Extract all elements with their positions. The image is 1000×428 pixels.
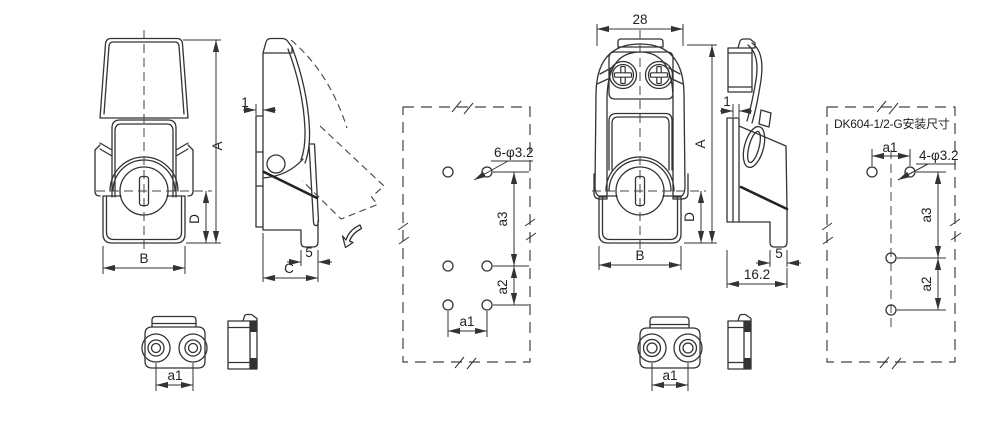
hole-callout: 4-φ3.2 (919, 148, 959, 163)
keeper1-views: a1 (141, 313, 258, 391)
mounting-hole (885, 304, 897, 316)
dim-label-foot: 5 (305, 245, 313, 260)
dim-label-plate: 1 (723, 94, 731, 109)
mounting-hole (442, 299, 454, 311)
keeper2-outline (639, 316, 701, 369)
dim-label-d: D (682, 212, 697, 222)
pivot-hole (266, 154, 286, 174)
dim-label-a1: a1 (882, 140, 897, 155)
mounting-pattern-1: 6-φ3.2 a3 a2 a1 (397, 100, 537, 370)
keeper-boss (637, 333, 667, 363)
phillips-screw-icon (608, 60, 638, 90)
keeper-boss-ring (642, 338, 662, 358)
dim-label-a: A (210, 141, 225, 150)
keeper-hole (187, 342, 199, 354)
dim-label-a3: a3 (919, 207, 934, 222)
keeper-boss (673, 333, 703, 363)
dim-label-a1: a1 (459, 314, 474, 329)
mounting-pattern-2: DK604-1/2-G安装尺寸 a1 4-φ3.2 a3 a2 (821, 100, 962, 370)
extension-lines (102, 39, 221, 274)
mounting-hole (866, 166, 878, 178)
latch1-side-view: 1 5 C (241, 37, 385, 282)
break-marks (397, 100, 537, 370)
pattern-title: DK604-1/2-G安装尺寸 (834, 116, 950, 131)
keeper1-side-flange (250, 321, 257, 332)
keeper-hole (646, 342, 658, 354)
dim-label-b: B (139, 251, 148, 266)
dim-label-b: B (635, 248, 644, 263)
break-marks (821, 100, 962, 370)
open-position-phantom (290, 39, 385, 220)
callout-leader (473, 160, 509, 181)
dim-label-d: D (187, 214, 202, 224)
keeper-hole (682, 342, 694, 354)
keeper2-side-flange (744, 358, 751, 369)
dim-label-c: C (284, 261, 294, 276)
mounting-hole (885, 252, 897, 264)
hole-callout: 6-φ3.2 (494, 145, 534, 160)
dim-label-a1: a1 (167, 368, 182, 383)
centerlines (96, 30, 212, 253)
callout-leader (897, 163, 929, 181)
rotation-arrow-icon (341, 224, 363, 249)
keeper2-side-flange (744, 321, 751, 332)
latch2-side-outline (726, 38, 788, 248)
dim-label-a2: a2 (919, 276, 934, 291)
bail-wire-loop (742, 125, 766, 169)
panel-cutout-boundary (826, 106, 956, 363)
keeper-hole (150, 342, 162, 354)
mounting-hole (481, 260, 493, 272)
centerlines (592, 30, 706, 253)
keeper-boss-ring (147, 339, 165, 357)
latch2-front-view: 28 A D B (592, 12, 717, 270)
keeper-boss-ring (678, 338, 698, 358)
dim-label-depth: 16.2 (744, 267, 770, 282)
keeper-boss (141, 333, 171, 363)
latch1-side-outline (255, 37, 320, 248)
latch2-side-view: 1 5 16.2 (720, 38, 801, 288)
mounting-hole (442, 166, 454, 178)
panel-cutout-boundary (402, 106, 531, 363)
dim-label-foot: 5 (775, 246, 783, 261)
keeper-boss-ring (184, 339, 202, 357)
keeper1-outline (144, 315, 206, 369)
dim-label-a1: a1 (662, 368, 677, 383)
dim-label-plate: 1 (241, 95, 249, 110)
dim-label-a3: a3 (495, 211, 510, 226)
keeper2-views: a1 (637, 313, 752, 391)
bail-wire-loop-inner (746, 130, 762, 164)
keeper1-side-flange (250, 358, 257, 369)
keeper-boss (178, 333, 208, 363)
mounting-hole (442, 260, 454, 272)
latch1-front-view: A D B (94, 30, 225, 274)
latch-arm-edge (262, 170, 319, 200)
dim-label-a: A (693, 139, 708, 148)
mounting-hole (481, 299, 493, 311)
latch-arm-edge (739, 185, 789, 211)
dim-label-a2: a2 (495, 279, 510, 294)
phillips-screw-icon (644, 60, 674, 90)
dim-label-width: 28 (632, 12, 647, 27)
